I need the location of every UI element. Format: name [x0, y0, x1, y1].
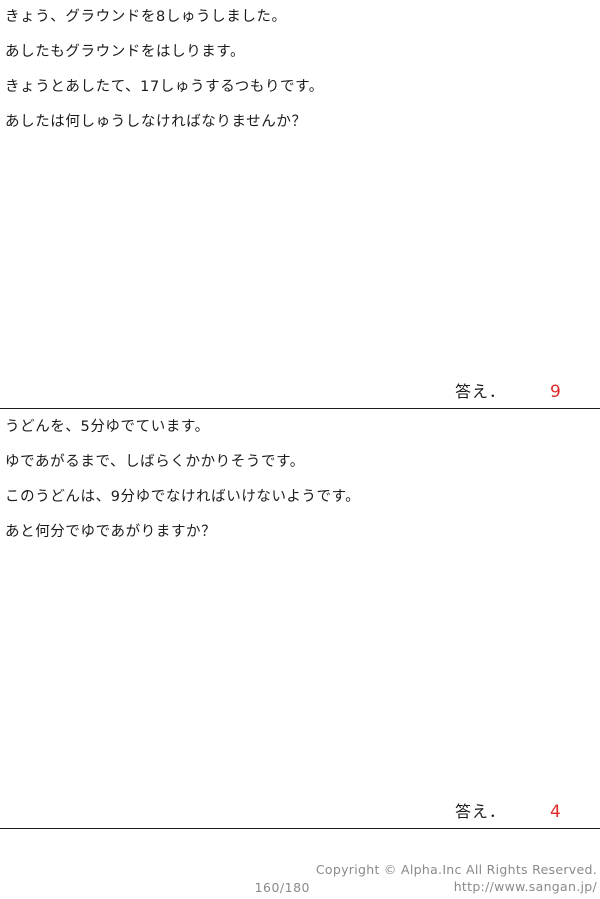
- problem-1-text: きょう、グラウンドを8しゅうしました。 あしたもグラウンドをはしります。 きょう…: [5, 0, 595, 140]
- problem-2-line-4: あと何分でゆであがりますか？: [5, 524, 217, 540]
- problem-1-line-3: きょうとあしたて、17しゅうするつもりです。: [5, 79, 324, 95]
- problem-1-line-2: あしたもグラウンドをはしります。: [5, 44, 246, 60]
- answer-row-1: 答え． 9: [0, 380, 600, 406]
- section-divider-2: [0, 828, 600, 829]
- answer-value-2: 4: [550, 802, 561, 822]
- problem-1-line-4: あしたは何しゅうしなければなりませんか？: [5, 114, 307, 130]
- answer-label-2: 答え．: [455, 802, 507, 821]
- problem-2-line-3: このうどんは、9分ゆでなければいけないようです。: [5, 489, 361, 505]
- page-footer: 160/180 Copyright © Alpha.Inc All Rights…: [0, 860, 600, 899]
- problem-block-2: うどんを、5分ゆでています。 ゆであがるまで、しばらくかかりそうです。 このうど…: [0, 410, 600, 828]
- problem-2-text: うどんを、5分ゆでています。 ゆであがるまで、しばらくかかりそうです。 このうど…: [5, 410, 595, 550]
- problem-2-line-2: ゆであがるまで、しばらくかかりそうです。: [5, 454, 305, 470]
- footer-url: http://www.sangan.jp/: [453, 879, 597, 894]
- answer-value-1: 9: [550, 382, 561, 402]
- answer-row-2: 答え． 4: [0, 800, 600, 826]
- page-number: 160/180: [254, 880, 310, 895]
- copyright-notice: Copyright © Alpha.Inc All Rights Reserve…: [315, 862, 597, 877]
- answer-label-1: 答え．: [455, 382, 507, 401]
- problem-2-line-1: うどんを、5分ゆでています。: [5, 419, 210, 435]
- problem-1-line-1: きょう、グラウンドを8しゅうしました。: [5, 9, 287, 25]
- section-divider-1: [0, 408, 600, 409]
- problem-block-1: きょう、グラウンドを8しゅうしました。 あしたもグラウンドをはしります。 きょう…: [0, 0, 600, 409]
